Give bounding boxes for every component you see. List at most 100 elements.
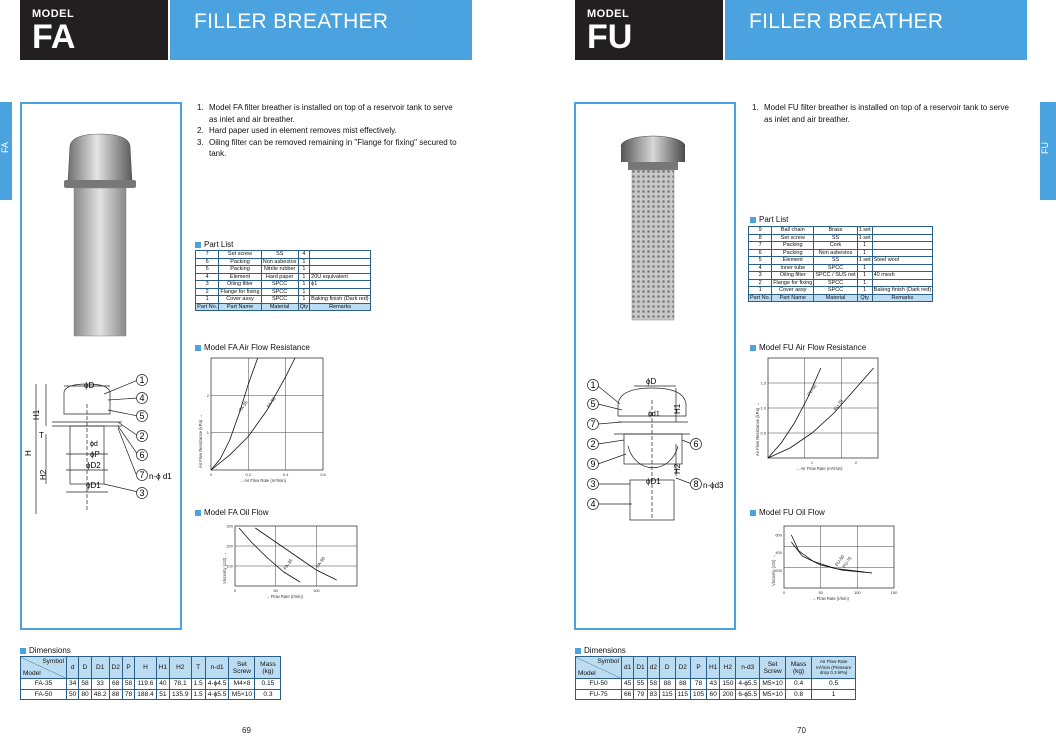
table-header-cell: D [659, 656, 676, 679]
series-label: FA-35 [283, 557, 294, 570]
table-header-cell: P [690, 656, 708, 679]
table-cell: 5 [747, 256, 773, 265]
y-tick-label: 1.0 [760, 406, 766, 411]
table-cell: Packing [771, 241, 815, 250]
table-cell [871, 233, 934, 242]
table-cell: Brass [813, 226, 858, 235]
page-number: 70 [797, 726, 806, 735]
table-header-cell: D1 [633, 656, 648, 679]
table-cell: 2 [747, 278, 773, 287]
table-cell: 58 [78, 678, 92, 690]
section-title-text: Model FA Air Flow Resistance [204, 343, 310, 352]
table-cell: FA-50 [20, 688, 67, 700]
table-cell: 40 mesh [871, 271, 934, 280]
table-cell: Non asbestos [260, 257, 299, 266]
series-line-fa-50 [255, 527, 337, 581]
table-cell: SPCC [813, 278, 858, 287]
model-box-fa: MODEL FA [20, 0, 168, 60]
plot-area [783, 525, 895, 589]
section-title-text: Dimensions [29, 646, 71, 655]
table-cell: FU-75 [575, 688, 622, 700]
table-header-cell: H2 [169, 656, 192, 679]
section-marker [575, 647, 581, 654]
section-marker [195, 344, 201, 351]
table-cell: 1 [297, 295, 311, 304]
table-header-cell: H1 [155, 656, 171, 679]
table-cell [871, 278, 934, 287]
table-cell: 45 [620, 678, 635, 690]
dimensions-title-fa: Dimensions [20, 646, 71, 655]
product-photo-fa: ϕD H1 T H H2 ϕd ϕP ϕD2 ϕD1 1 4 5 2 6 7 3… [24, 133, 172, 514]
table-cell: Hard paper [260, 272, 299, 281]
page-number: 69 [242, 726, 251, 735]
table-cell [871, 226, 934, 235]
table-cell: 33 [90, 678, 110, 690]
plot-area [210, 357, 324, 471]
table-cell: Flange for fixing [771, 278, 815, 287]
series-line-fu-50 [767, 367, 822, 459]
table-cell: 48.2 [90, 688, 110, 700]
callout-1: 1 [139, 375, 144, 385]
x-tick-label: 0 [210, 472, 213, 477]
table-header-cell: Air Flow Rate m³/min (Pressure drop 0.3 … [811, 656, 857, 679]
table-cell: 55 [633, 678, 648, 690]
oil-chart-title-fu: Model FU Oil Flow [750, 508, 825, 517]
y-tick-label: 400 [775, 550, 782, 555]
drawing-label-H1: H1 [673, 403, 682, 414]
note-item: 1.Model FA filter breather is installed … [197, 102, 457, 125]
y-tick-label: 200 [775, 568, 782, 573]
table-cell: 83 [646, 688, 661, 700]
drawing-label-H2: H2 [39, 469, 48, 480]
table-cell: Packing [218, 257, 262, 266]
table-cell: Baking finish (Dark red) [309, 295, 371, 304]
table-header-cell: Part No. [747, 293, 773, 302]
table-cell: Baking finish (Dark red) [871, 286, 934, 295]
series-label: FU-75 [841, 555, 853, 569]
symbol-label: Symbol [597, 658, 619, 665]
table-cell: 1 [194, 295, 220, 304]
table-cell: 88 [659, 678, 676, 690]
notes-fu: 1.Model FU filter breather is installed … [752, 102, 1012, 125]
table-header-cell: Mass (kg) [785, 656, 813, 679]
table-cell: 1.5 [190, 678, 206, 690]
table-cell: 1 [856, 271, 873, 280]
table-cell: 1 [856, 263, 873, 272]
notes-fa: 1.Model FA filter breather is installed … [197, 102, 457, 160]
table-header-cell: D2 [674, 656, 692, 679]
table-cell: 6-ϕ5.5 [735, 688, 761, 700]
table-header-cell: Remarks [871, 293, 934, 302]
table-header-cell: H2 [719, 656, 737, 679]
series-label: FU-75 [833, 398, 845, 412]
table-cell: 1 set [856, 256, 873, 265]
table-cell: SPCC [813, 286, 858, 295]
table-header-cell: D2 [108, 656, 123, 679]
callout-5: 5 [590, 399, 595, 409]
table-cell: 3 [747, 271, 773, 280]
table-cell: 1 [297, 272, 311, 281]
callout-1: 1 [590, 380, 595, 390]
table-cell: 8 [747, 233, 773, 242]
drawing-label-P: ϕP [90, 450, 100, 459]
table-cell: 119.6 [134, 678, 157, 690]
table-cell: SS [813, 256, 858, 265]
table-cell: 43 [706, 678, 721, 690]
table-cell: 0.5 [811, 678, 857, 690]
table-header-cell: H [134, 656, 157, 679]
table-cell: SPCC [260, 287, 299, 296]
series-line-fa-35 [238, 527, 301, 583]
symbol-label: Symbol [42, 658, 64, 665]
table-cell: 4-ϕ5.5 [204, 688, 230, 700]
